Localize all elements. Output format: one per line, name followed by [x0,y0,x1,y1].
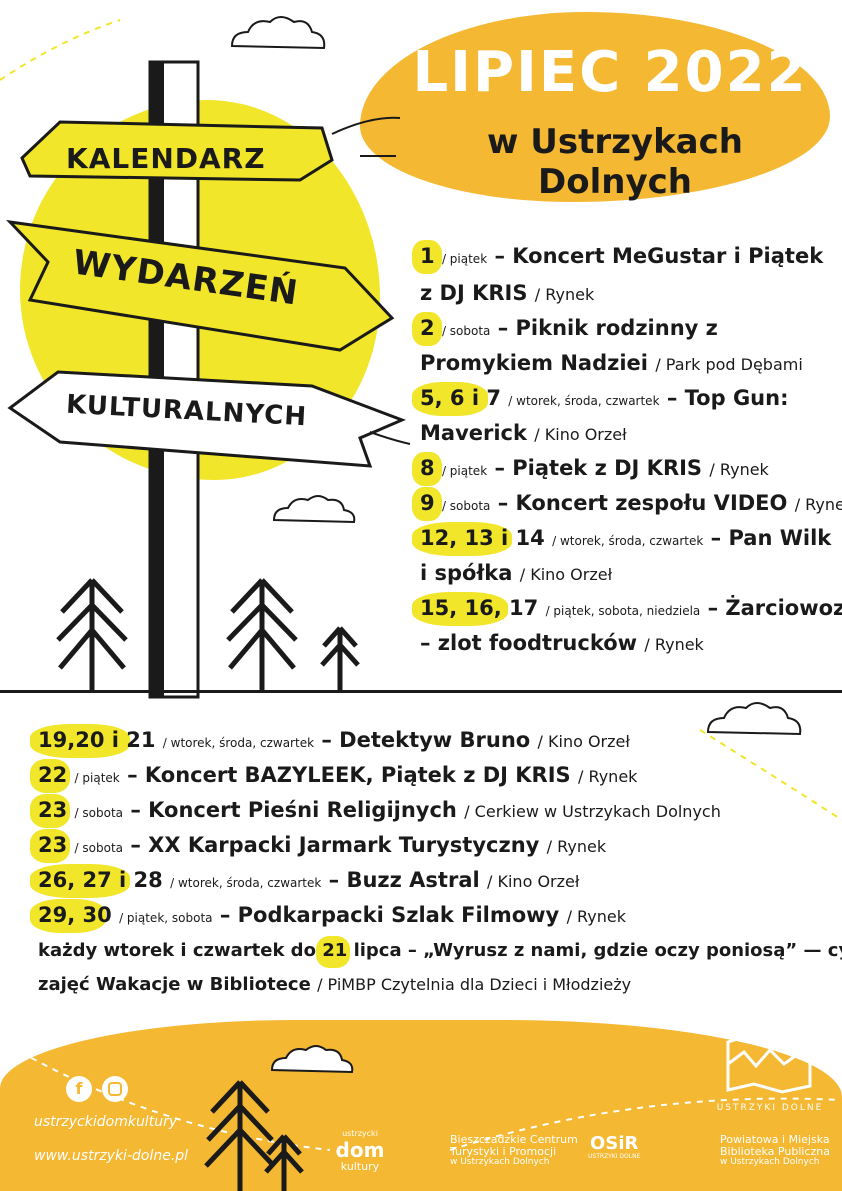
footer-blob [0,1020,842,1191]
tree-icon [56,578,360,1191]
logo-osir: OSiR USTRZYKI DOLNE [588,1133,641,1160]
page-subtitle: w Ustrzykach Dolnych [487,122,743,202]
ustrzyki-logo-icon [726,1032,812,1094]
page-title: LIPIEC 2022 [412,40,808,105]
event-7-cont: – zlot foodtrucków / Rynek [420,631,704,655]
event-13: 29, 30 / piątek, sobota – Podkarpacki Sz… [30,899,626,933]
event-2-cont: Promykiem Nadziei / Park pod Dębami [420,351,803,375]
event-3-cont: Maverick / Kino Orzeł [420,421,627,445]
event-library-cont: zajęć Wakacje w Bibliotece / PiMBP Czyte… [38,974,632,995]
logo-town: USTRZYKI DOLNE [716,1103,824,1113]
facebook-icon[interactable]: f [66,1076,92,1102]
sign-kalendarz: KALENDARZ [66,142,266,175]
event-1-cont: z DJ KRIS / Rynek [420,281,595,305]
logo-library: Powiatowa i Miejska Biblioteka Publiczna… [720,1133,830,1168]
cloud-icon [230,16,326,50]
event-library: każdy wtorek i czwartek do 21 lipca – „W… [38,936,842,968]
event-2: 2 / sobota – Piknik rodzinny z [412,312,718,346]
website-link[interactable]: www.ustrzyki-dolne.pl [34,1148,189,1164]
event-7: 15, 16, 17 / piątek, sobota, niedziela –… [412,592,842,626]
event-3: 5, 6 i 7 / wtorek, środa, czwartek – Top… [412,382,788,416]
event-4: 8 / piątek – Piątek z DJ KRIS / Rynek [412,452,769,486]
logo-bctip: Bieszczadzkie Centrum Turystyki i Promoc… [450,1133,578,1168]
section-divider [0,690,842,693]
event-6: 12, 13 i 14 / wtorek, środa, czwartek – … [412,522,831,556]
event-9: 22 / piątek – Koncert BAZYLEEK, Piątek z… [30,759,637,793]
event-1: 1 / piątek – Koncert MeGustar i Piątek [412,240,823,274]
event-8: 19,20 i 21 / wtorek, środa, czwartek – D… [30,724,630,758]
event-5: 9 / sobota – Koncert zespołu VIDEO / Ryn… [412,487,842,521]
event-12: 26, 27 i 28 / wtorek, środa, czwartek – … [30,864,579,898]
logo-dom-kultury: ustrzycki dom kultury [335,1129,385,1173]
social-handle[interactable]: ustrzyckidomkultury [34,1114,178,1130]
instagram-icon[interactable] [102,1076,128,1102]
event-10: 23 / sobota – Koncert Pieśni Religijnych… [30,794,721,828]
event-11: 23 / sobota – XX Karpacki Jarmark Turyst… [30,829,606,863]
event-6-cont: i spółka / Kino Orzeł [420,561,613,585]
title-blob [360,12,830,202]
